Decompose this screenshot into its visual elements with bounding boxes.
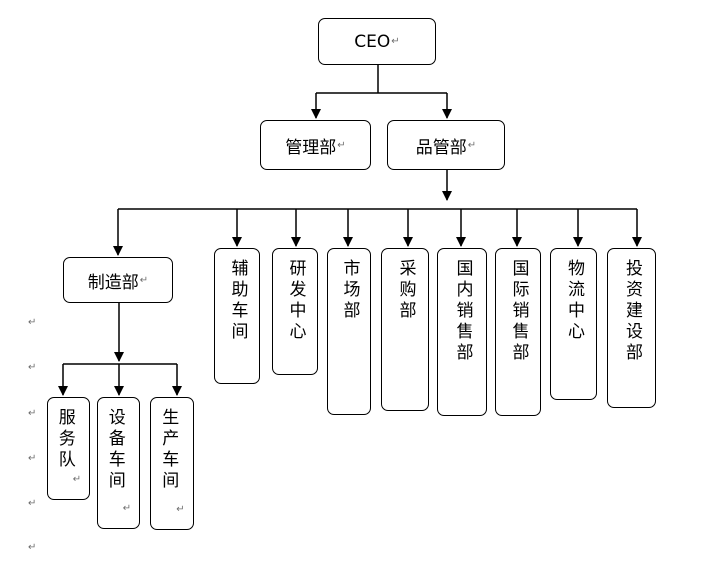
node-mgmt[interactable]: 管理部↵ bbox=[260, 120, 371, 170]
node-mfg[interactable]: 制造部↵ bbox=[63, 257, 173, 303]
node-intl-sales-label: 国际销售部 bbox=[508, 259, 529, 364]
paragraph-mark: ↵ bbox=[391, 36, 400, 47]
paragraph-mark: ↵ bbox=[467, 139, 477, 151]
node-dom-sales[interactable]: 国内销售部 bbox=[437, 248, 487, 416]
node-equip-label: 设备车间 bbox=[104, 408, 125, 492]
node-dom-sales-label: 国内销售部 bbox=[452, 259, 473, 364]
node-invest[interactable]: 投资建设部 bbox=[607, 248, 656, 408]
node-logistics-label: 物流中心 bbox=[564, 259, 584, 343]
node-logistics[interactable]: 物流中心 bbox=[550, 248, 597, 400]
paragraph-mark: ↵ bbox=[176, 504, 185, 515]
node-intl-sales[interactable]: 国际销售部 bbox=[495, 248, 541, 416]
node-purchase-label: 采购部 bbox=[395, 259, 416, 322]
paragraph-mark: ↵ bbox=[337, 139, 346, 151]
node-purchase[interactable]: 采购部 bbox=[381, 248, 429, 411]
node-market-label: 市场部 bbox=[339, 259, 360, 322]
paragraph-mark: ↵ bbox=[28, 362, 37, 373]
node-mgmt-label: 管理部 bbox=[285, 137, 337, 158]
node-ceo-label: CEO bbox=[354, 31, 391, 52]
node-aux-label: 辅助车间 bbox=[227, 259, 248, 343]
node-qc[interactable]: 品管部↵ bbox=[387, 120, 505, 170]
paragraph-mark: ↵ bbox=[122, 503, 132, 514]
paragraph-mark: ↵ bbox=[28, 317, 37, 328]
node-ceo[interactable]: CEO↵ bbox=[318, 18, 436, 65]
node-service-label: 服务队 bbox=[54, 408, 75, 471]
node-mfg-label: 制造部 bbox=[87, 272, 139, 293]
paragraph-mark: ↵ bbox=[28, 542, 37, 553]
node-qc-label: 品管部 bbox=[415, 137, 467, 158]
paragraph-mark: ↵ bbox=[139, 274, 149, 286]
node-invest-label: 投资建设部 bbox=[622, 259, 642, 364]
node-prod[interactable]: 生产车间 ↵ bbox=[150, 397, 194, 530]
paragraph-mark: ↵ bbox=[28, 453, 37, 464]
paragraph-mark: ↵ bbox=[28, 498, 37, 509]
node-market[interactable]: 市场部 bbox=[327, 248, 371, 415]
node-rnd-label: 研发中心 bbox=[285, 259, 306, 343]
paragraph-mark: ↵ bbox=[72, 474, 82, 485]
node-aux[interactable]: 辅助车间 bbox=[214, 248, 260, 384]
node-prod-label: 生产车间 bbox=[158, 408, 179, 492]
node-rnd[interactable]: 研发中心 bbox=[272, 248, 318, 375]
node-equip[interactable]: 设备车间 ↵ bbox=[97, 397, 140, 529]
paragraph-mark: ↵ bbox=[28, 408, 37, 419]
node-service[interactable]: 服务队 ↵ bbox=[47, 397, 90, 500]
